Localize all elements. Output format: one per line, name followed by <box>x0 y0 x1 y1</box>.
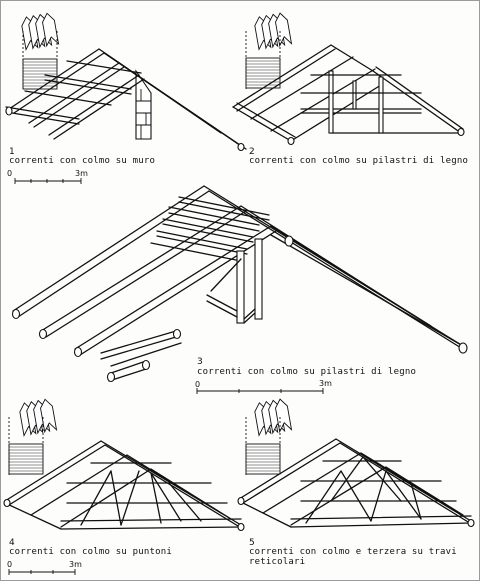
figure-4-scale-start: 0 <box>7 560 13 569</box>
figure-4-scale-end: 3m <box>69 560 82 569</box>
figure-4-number: 4 <box>9 538 15 548</box>
figure-5-caption-line1: correnti con colmo e terzera su travi <box>249 547 457 557</box>
figure-3-caption: correnti con colmo su pilastri di legno <box>197 367 417 377</box>
scale-bar-1 <box>14 178 82 184</box>
figure-4-caption: correnti con colmo su puntoni <box>9 547 172 557</box>
figure-3-scale-start: 0 <box>195 380 201 389</box>
figure-1-scale-start: 0 <box>7 169 13 178</box>
figure-5-number: 5 <box>249 538 255 548</box>
figure-3-number: 3 <box>197 357 203 367</box>
scale-bar-4 <box>8 569 76 575</box>
figure-2-drawing <box>232 11 465 146</box>
figure-1-drawing <box>5 11 247 152</box>
figure-2-number: 2 <box>249 147 255 157</box>
figure-4-drawing <box>3 397 245 532</box>
figure-3-drawing <box>11 185 468 383</box>
figure-3-scale-end: 3m <box>319 379 332 388</box>
figure-1-number: 1 <box>9 147 15 157</box>
figure-1-scale-end: 3m <box>75 169 88 178</box>
figure-5-drawing <box>237 397 475 528</box>
figure-1-caption: correnti con colmo su muro <box>9 156 156 166</box>
figure-2-caption: correnti con colmo su pilastri di legno <box>249 156 469 166</box>
figure-5-caption-line2: reticolari <box>249 557 306 567</box>
scale-bar-3 <box>196 388 324 394</box>
